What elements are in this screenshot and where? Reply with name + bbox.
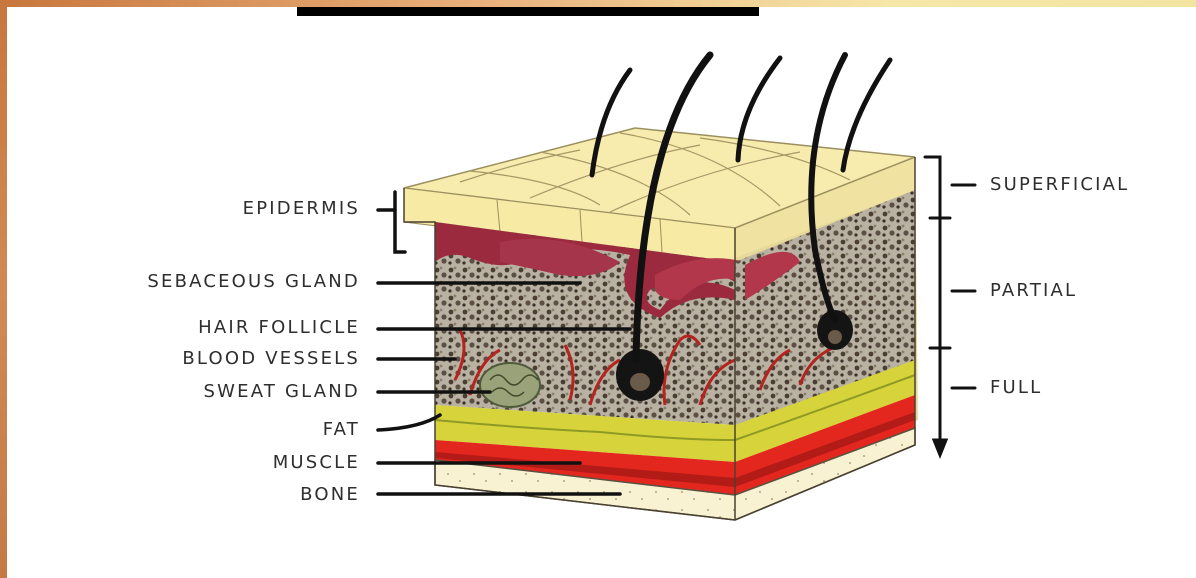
label-sebaceous-gland: SEBACEOUS GLAND xyxy=(5,272,360,292)
label-sweat-gland: SWEAT GLAND xyxy=(40,382,360,402)
depth-brackets xyxy=(925,157,975,455)
label-epidermis: EPIDERMIS xyxy=(120,199,360,219)
label-bone: BONE xyxy=(160,485,360,505)
sweat-gland xyxy=(480,363,540,407)
label-muscle: MUSCLE xyxy=(160,453,360,473)
label-blood-vessels: BLOOD VESSELS xyxy=(20,349,360,369)
label-full: FULL xyxy=(990,378,1042,398)
label-hair-follicle: HAIR FOLLICLE xyxy=(40,318,360,338)
label-superficial: SUPERFICIAL xyxy=(990,175,1129,195)
label-fat: FAT xyxy=(200,420,360,440)
label-partial: PARTIAL xyxy=(990,281,1077,301)
